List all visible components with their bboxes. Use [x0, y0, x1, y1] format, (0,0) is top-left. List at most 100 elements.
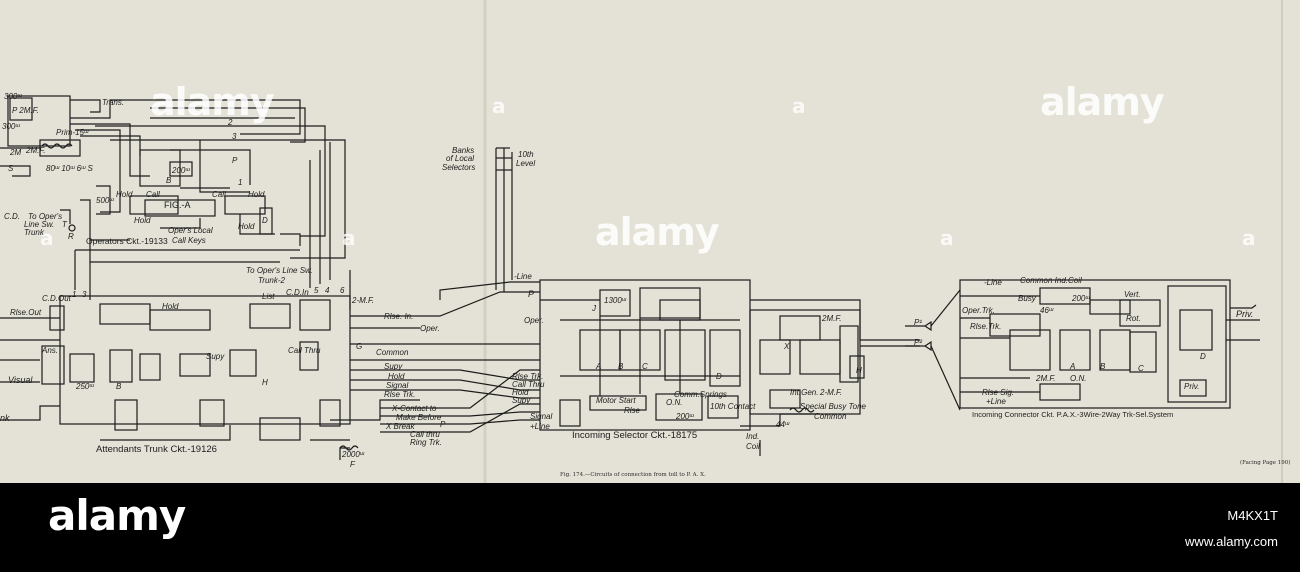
site-url: www.alamy.com — [1185, 534, 1278, 549]
t-label: T — [62, 220, 67, 229]
call-thru-label: Call thru — [410, 430, 440, 439]
wire-number: 4 — [325, 286, 330, 295]
vert-label: Vert. — [1124, 290, 1141, 299]
rlse-in-label: Rlse. In. — [384, 312, 414, 321]
oper-trk-label: Oper.Trk. — [962, 306, 995, 315]
wire-number: 3 — [82, 290, 87, 299]
selector-circuit — [539, 279, 751, 431]
ind-label: Ind. — [746, 432, 760, 441]
resistance-label: 200ᵚ — [676, 412, 694, 421]
resistance-label: 300ᵚ — [2, 122, 20, 131]
opers-local-label: Oper's Local — [168, 226, 213, 235]
f-label: F — [350, 460, 355, 469]
r-label: R — [68, 232, 74, 241]
banks-label: Banks — [452, 146, 475, 155]
relay-h-label: H — [262, 378, 268, 387]
switch-block — [740, 299, 920, 456]
relay-label: A — [1070, 362, 1076, 371]
operators-circuit-title: Operators Ckt.-19133 — [86, 236, 168, 246]
on-label: O.N. — [666, 398, 683, 407]
resistance-label: 44ᵚ — [776, 420, 790, 429]
rlse-trk-label: Rlse.Trk. — [970, 322, 1002, 331]
trunk-label: Trunk — [24, 228, 44, 237]
coil-label: 2-M.F. — [352, 296, 375, 305]
motor-start-label: Motor Start — [596, 396, 636, 405]
visual-label: Visual — [8, 375, 33, 385]
hold-label: Hold — [248, 190, 265, 199]
signal-label: Signal — [386, 381, 409, 390]
connector-circuit-title: Incoming Connector Ckt. P.A.X.-3Wire-2Wa… — [972, 410, 1174, 419]
watermark-letter: a — [40, 226, 54, 250]
x-label: X — [784, 342, 790, 351]
watermark: alamy — [1040, 80, 1165, 124]
prim-label: Prim-15ᵚ — [56, 128, 89, 137]
watermark-letter: a — [1242, 226, 1256, 250]
rlse-label: Rlse — [624, 406, 641, 415]
to-opers-label: To Oper's — [28, 212, 63, 221]
coil-label: Coil — [746, 442, 760, 451]
resistance-label: 500ᵚ — [96, 196, 114, 205]
x-contact-label: X-Contact to — [392, 404, 437, 413]
p-label: P — [232, 156, 238, 165]
selector-circuit-title: Incoming Selector Ckt.-18175 — [572, 430, 698, 441]
image-id: M4KX1T — [1227, 508, 1278, 523]
call-label: Call — [146, 190, 160, 199]
hold-label: Hold — [238, 222, 255, 231]
watermark: alamy — [595, 210, 720, 254]
relay-b-label: B — [166, 176, 172, 185]
wire-number: 1 — [72, 290, 77, 299]
watermark: alamy — [150, 80, 275, 124]
relay-d-label: D — [262, 216, 268, 225]
figure-caption: Fig. 174.—Circuits of connection from to… — [560, 472, 706, 478]
make-before-label: Make Before — [396, 413, 442, 422]
wire-number: 2 — [228, 118, 233, 127]
coil-label: P 2M.F. — [12, 106, 39, 115]
trunk-end-label: nk — [0, 413, 10, 423]
j-label: J — [592, 304, 596, 313]
supy-label: Supy — [512, 396, 531, 405]
ring-trk-label: Ring Trk. — [410, 438, 442, 447]
common-label: Common — [814, 412, 847, 421]
brand-logo: alamy — [48, 491, 186, 540]
facing-page: (Facing Page 190) — [1240, 460, 1291, 466]
common-label: Common — [376, 348, 409, 357]
rot-label: Rot. — [1126, 314, 1141, 323]
wire-number: 6 — [340, 286, 345, 295]
wire-number: 5 — [314, 286, 319, 295]
fig-a-label: FIG.-A — [164, 200, 191, 210]
attendants-circuit — [0, 295, 420, 460]
oper-label: Oper. — [524, 316, 544, 325]
supy-label: Supy — [384, 362, 403, 371]
cd-out-label: C.D.Out — [42, 294, 71, 303]
ans-label: Ans. — [42, 346, 59, 355]
connector-circuit — [959, 279, 1260, 409]
priv-label: Priv. — [1184, 382, 1200, 391]
call-thru-label: Call Thru — [288, 346, 321, 355]
wire-number: 1 — [238, 178, 243, 187]
rlse-sig-label: Rlse Sig. — [982, 388, 1015, 397]
s-label: S — [8, 164, 14, 173]
relay-d-label: D — [1200, 352, 1206, 361]
relay-label: C — [1138, 364, 1144, 373]
diagram-sheet: alamy alamy alamy a a a a a a Trans. 300… — [0, 0, 1300, 483]
comm-springs-label: Comm.Springs — [674, 390, 727, 399]
coil-label: 2M.F. — [26, 146, 46, 155]
supy-label: Supy — [206, 352, 225, 361]
coil-label: 2M — [10, 148, 22, 157]
rlse-trk-label: Rlse Trk. — [384, 390, 416, 399]
relay-h-label: H — [856, 366, 862, 375]
attendants-circuit-title: Attendants Trunk Ckt.-19126 — [96, 444, 217, 455]
resistance-label: 2000ᵚ — [342, 450, 365, 459]
g-label: G — [356, 342, 363, 351]
trunk2-label: Trunk-2 — [258, 276, 285, 285]
line-sw-label: Line Sw. — [24, 220, 55, 229]
line-label: -Line — [984, 278, 1002, 287]
circuit-schematic — [0, 0, 1283, 483]
hold-label: Hold — [388, 372, 405, 381]
int-gen-label: Int.Gen. — [790, 388, 819, 397]
line-label: +Line — [986, 397, 1006, 406]
stock-footer: alamy M4KX1T www.alamy.com — [0, 483, 1300, 572]
rlse-out-label: Rlse.Out — [10, 308, 42, 317]
common-ind-label: Common Ind.Coil — [1020, 276, 1082, 285]
plug-label: P¹ — [914, 318, 922, 327]
